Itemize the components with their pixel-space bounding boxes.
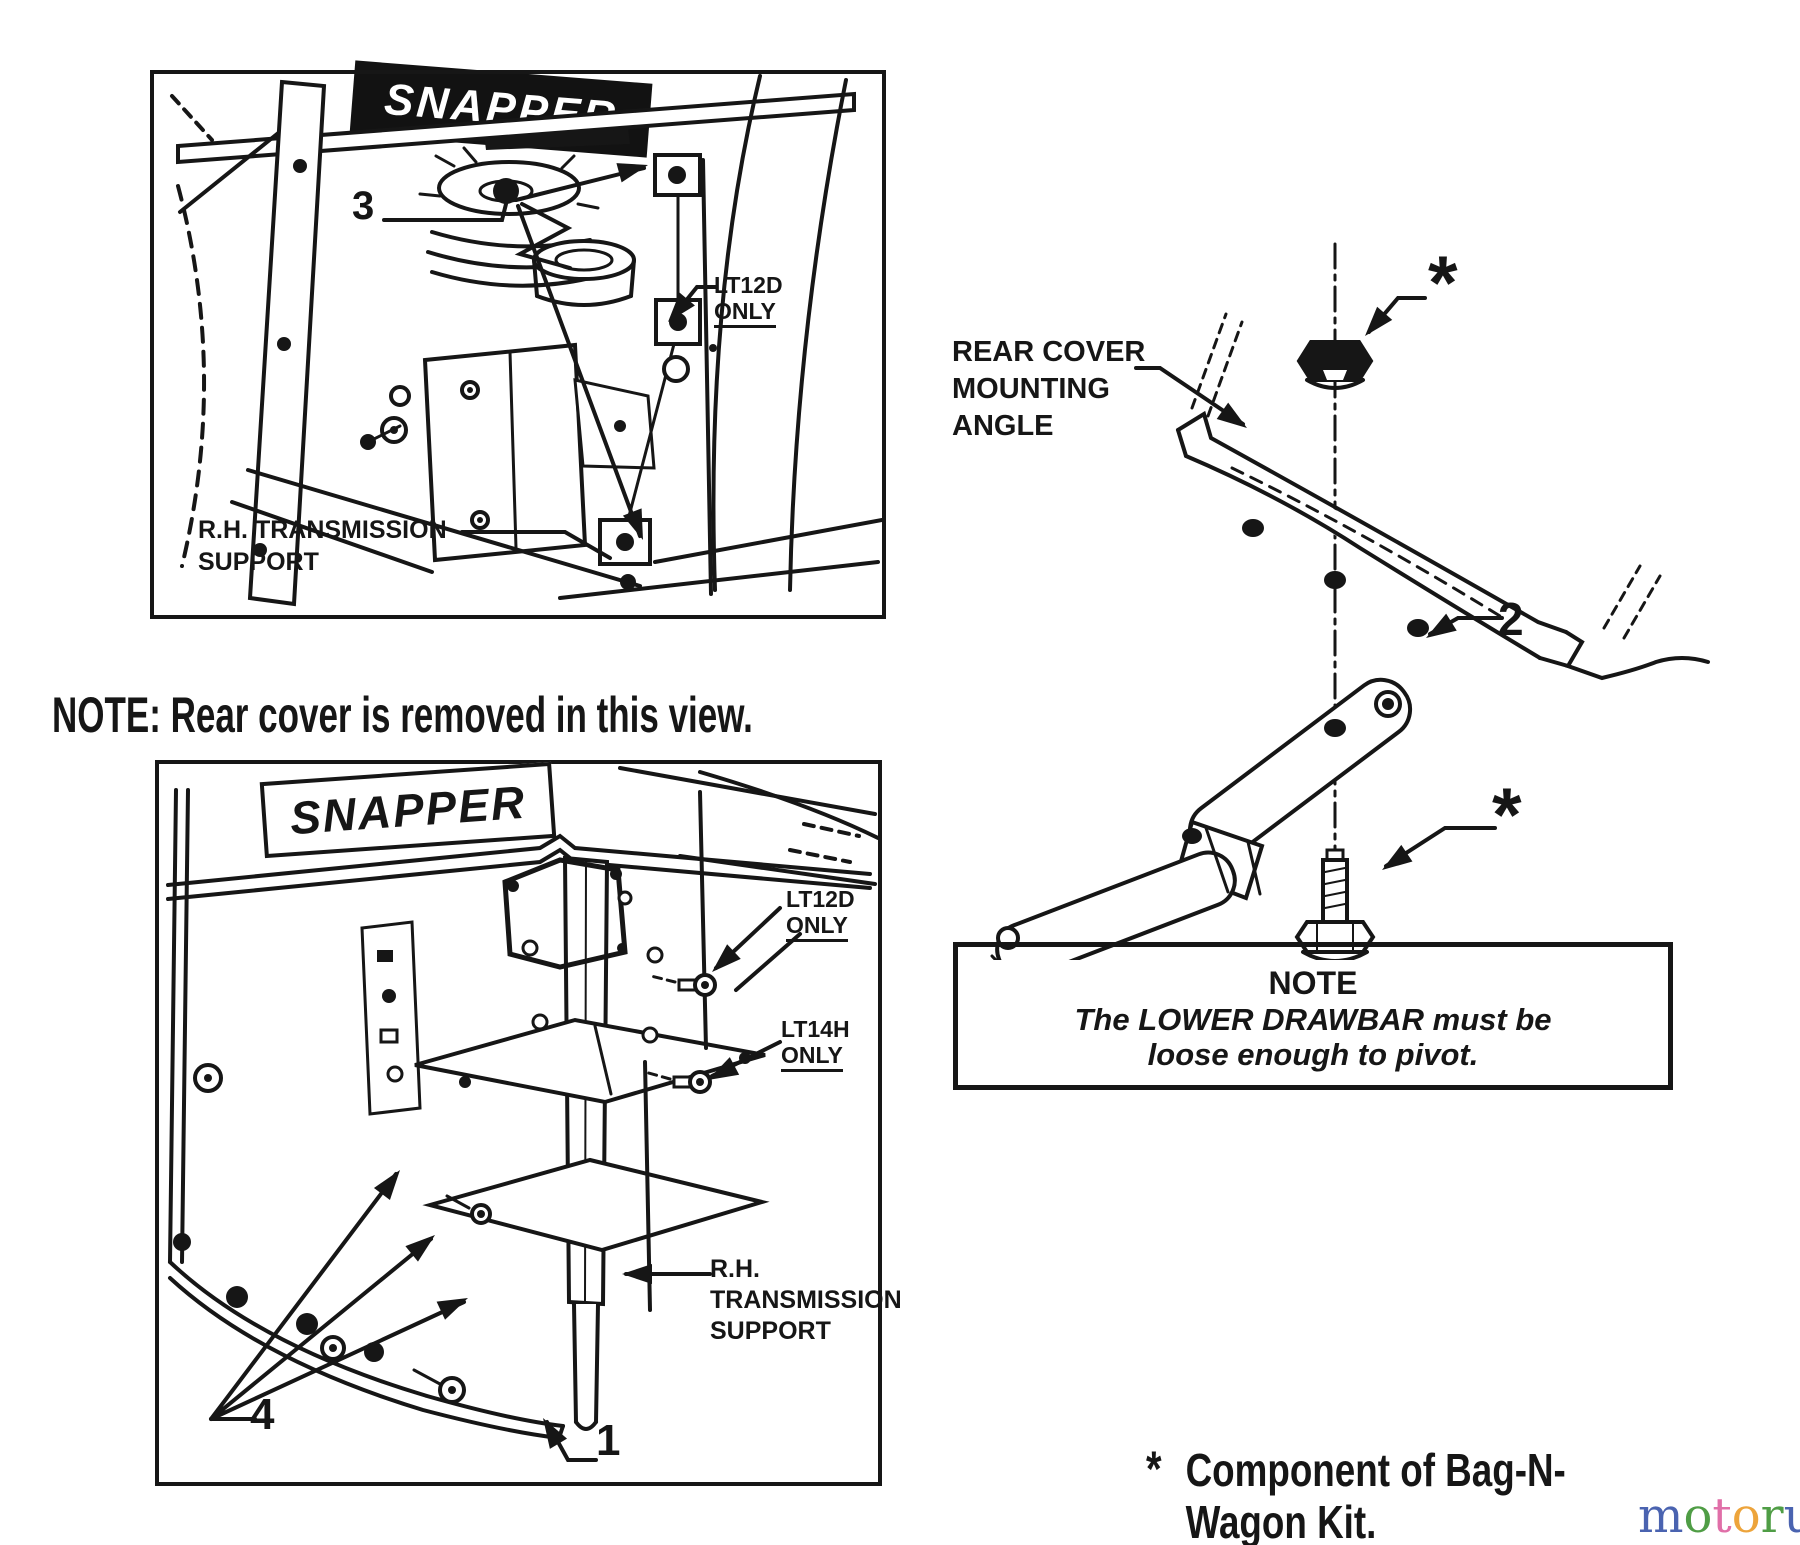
rear-cover-mounting-angle <box>1176 410 1568 634</box>
fender-line <box>618 766 877 816</box>
arrowhead <box>622 508 643 540</box>
bolt-lt12d <box>677 978 697 992</box>
figure-bottom-drawing <box>166 766 878 1462</box>
label-lt12d-only-top: LT12D ONLY <box>714 272 783 328</box>
arrowhead <box>1426 613 1457 638</box>
arrowhead <box>622 1264 652 1284</box>
frame-diagonal <box>246 468 642 588</box>
rh-line3: SUPPORT <box>710 1317 831 1345</box>
pulley-bolt <box>493 178 519 204</box>
footnote-text: Component of Bag-N-Wagon Kit. <box>1185 1444 1566 1545</box>
upper-hitch-plate <box>414 1017 766 1105</box>
figure-top-transmission-view <box>150 70 886 619</box>
callout-1: 1 <box>596 1416 621 1465</box>
watermark-letter: t <box>1712 1488 1732 1544</box>
watermark-letter: o <box>1731 1488 1761 1544</box>
footnote-asterisk: * <box>1146 1441 1162 1497</box>
drawbar-nut <box>1382 698 1394 710</box>
note-box-line1: The LOWER DRAWBAR must be <box>1074 1002 1552 1037</box>
anchor-plate-top <box>653 153 702 197</box>
frame-rail-top <box>166 833 872 887</box>
fender-dashed-curve <box>176 184 206 568</box>
frame-left-edge <box>168 788 190 1264</box>
arrowhead <box>436 1298 468 1320</box>
figure-right-drawing <box>990 242 1710 960</box>
note-box: NOTE The LOWER DRAWBAR must be loose eno… <box>953 942 1673 1090</box>
rh-line2: TRANSMISSION <box>710 1286 902 1314</box>
rear-cover-line3: ANGLE <box>952 410 1054 442</box>
rear-cover-line2: MOUNTING <box>952 373 1110 405</box>
asterisk-bottom: * <box>1492 773 1522 858</box>
v-belt <box>514 202 573 270</box>
frame-bottom-curve <box>168 1260 565 1428</box>
arrowhead <box>1382 844 1413 870</box>
view-note-caption: NOTE: Rear cover is removed in this view… <box>52 687 753 743</box>
figure-bottom-hitch-view <box>155 760 882 1486</box>
lt12d-line1: LT12D <box>714 272 783 298</box>
callout-4: 4 <box>250 1390 275 1439</box>
lt12d-line2: ONLY <box>786 912 848 942</box>
fender-curve-outer <box>788 78 848 592</box>
rh-line1: R.H. <box>710 1255 760 1283</box>
idler-pulley <box>532 239 636 281</box>
lt12d-line2: ONLY <box>714 298 776 328</box>
lt14h-line1: LT14H <box>781 1016 850 1042</box>
watermark-letter: u <box>1783 1488 1800 1544</box>
arrowhead <box>405 1235 435 1262</box>
frame-vertical <box>701 158 713 596</box>
arrowhead <box>668 292 695 322</box>
break-marks <box>1190 312 1244 418</box>
label-rh-transmission-support-top: R.H. TRANSMISSION SUPPORT <box>198 514 447 578</box>
asterisk-top: * <box>1428 241 1458 326</box>
label-lt14h-only: LT14H ONLY <box>781 1016 850 1072</box>
label-rh-transmission-support-bottom: R.H. TRANSMISSION SUPPORT <box>710 1254 902 1347</box>
shift-decal-panel <box>360 920 422 1116</box>
lower-hitch-plate <box>422 1157 770 1253</box>
arrowhead <box>616 163 648 183</box>
figure-top-drawing <box>170 74 882 607</box>
frame-rail <box>176 91 856 165</box>
arrowhead <box>373 1170 400 1200</box>
lt14h-line2: ONLY <box>781 1042 843 1072</box>
lt12d-line1: LT12D <box>786 886 855 912</box>
callout-3-leader <box>382 202 508 222</box>
arrowhead <box>1216 402 1247 428</box>
rh-support-leader <box>460 530 612 560</box>
callout-3: 3 <box>352 184 375 228</box>
callout-2: 2 <box>1498 593 1524 645</box>
watermark-letter: r <box>1760 1488 1784 1544</box>
frame-edge <box>178 128 284 214</box>
watermark-letter: o <box>1683 1488 1713 1544</box>
note-box-line2: loose enough to pivot. <box>1147 1037 1479 1072</box>
note-box-title: NOTE <box>1268 965 1358 1001</box>
bolt-lt14h <box>672 1075 692 1089</box>
fender-curve <box>711 74 762 592</box>
arrowhead <box>708 1057 740 1080</box>
rh-line2: SUPPORT <box>198 548 319 576</box>
motoruf-watermark: m o t o r u f .de <box>1638 1492 1800 1540</box>
arrowhead <box>1365 306 1393 336</box>
label-lt12d-only-bottom: LT12D ONLY <box>786 886 855 942</box>
kit-footnote: * Component of Bag-N-Wagon Kit. <box>1146 1444 1669 1545</box>
rear-cover-line1: REAR COVER <box>952 336 1146 368</box>
rh-line1: R.H. TRANSMISSION <box>198 516 447 544</box>
rear-cover-leader <box>1134 366 1245 426</box>
label-rear-cover-mounting-angle: REAR COVER MOUNTING ANGLE <box>952 334 1145 445</box>
arrowhead <box>543 1418 568 1449</box>
arrowhead <box>712 944 741 972</box>
watermark-letter: m <box>1638 1488 1684 1544</box>
hitch-tube <box>572 1302 600 1424</box>
